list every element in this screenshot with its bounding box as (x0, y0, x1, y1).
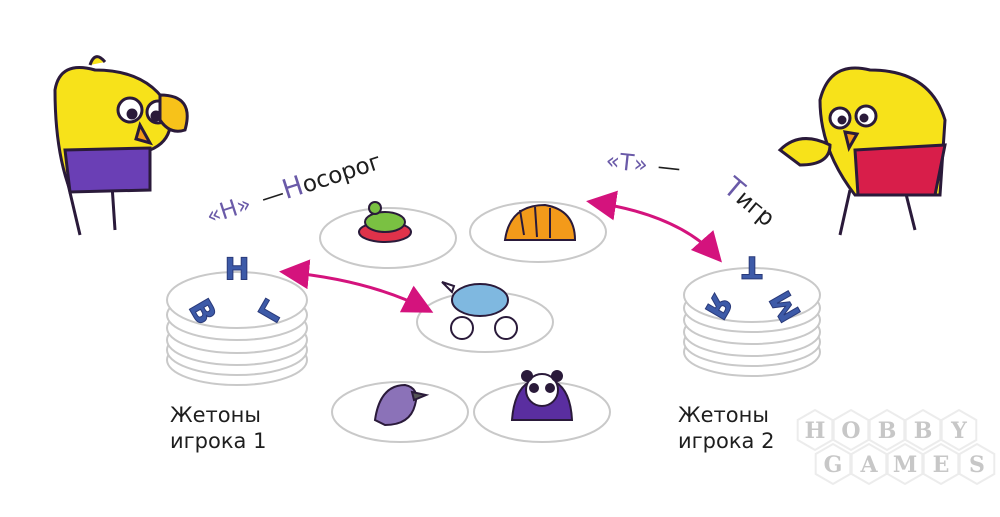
player2-label-line2: игрока 2 (678, 429, 775, 453)
chick-character-left (53, 55, 189, 236)
svg-text:«Т»—: «Т»— (604, 148, 682, 182)
turtle-spinning-top-icon (358, 201, 412, 243)
watermark-letter: S (969, 452, 985, 478)
watermark-letter: B (914, 418, 933, 444)
watermark-hex (814, 442, 852, 486)
watermark-hex (886, 442, 924, 486)
tiger-match-arrow (586, 190, 722, 263)
watermark-hex (868, 408, 906, 452)
panda-icon (510, 370, 574, 421)
watermark-letter: M (893, 452, 917, 478)
watermark-hex (940, 408, 978, 452)
player2-label: Жетоны игрока 2 (678, 402, 774, 454)
watermark-letter: G (824, 452, 843, 478)
player1-label-line1: Жетоны (170, 403, 261, 427)
watermark-hex (850, 442, 888, 486)
watermark-letter: B (878, 418, 897, 444)
watermark-letter: H (805, 418, 826, 444)
watermark-letter: Y (950, 418, 967, 444)
stack-letter: Н (224, 253, 249, 288)
player1-token-stack (166, 271, 308, 386)
player2-token-stack (683, 267, 821, 377)
watermark-hex (832, 408, 870, 452)
watermark-hex (796, 408, 834, 452)
watermark-letter: O (841, 418, 860, 444)
chick-character-right (777, 66, 947, 236)
rhino-on-bicycle-icon (441, 281, 518, 340)
tiger-caption: «Т»— Тигр (604, 148, 782, 233)
rhino-match-arrow (279, 259, 434, 313)
player1-label: Жетоны игрока 1 (170, 402, 266, 454)
player2-label-line1: Жетоны (678, 403, 769, 427)
watermark-hex (958, 442, 996, 486)
watermark-hex (904, 408, 942, 452)
watermark-hex (922, 442, 960, 486)
stack-letter: Т (741, 249, 762, 284)
svg-text:Тигр: Тигр (717, 171, 782, 233)
crow-icon (373, 383, 430, 427)
watermark-letter: E (933, 452, 950, 478)
tiger-icon (503, 203, 577, 241)
watermark-letter: A (859, 452, 878, 478)
player1-label-line2: игрока 1 (170, 429, 267, 453)
